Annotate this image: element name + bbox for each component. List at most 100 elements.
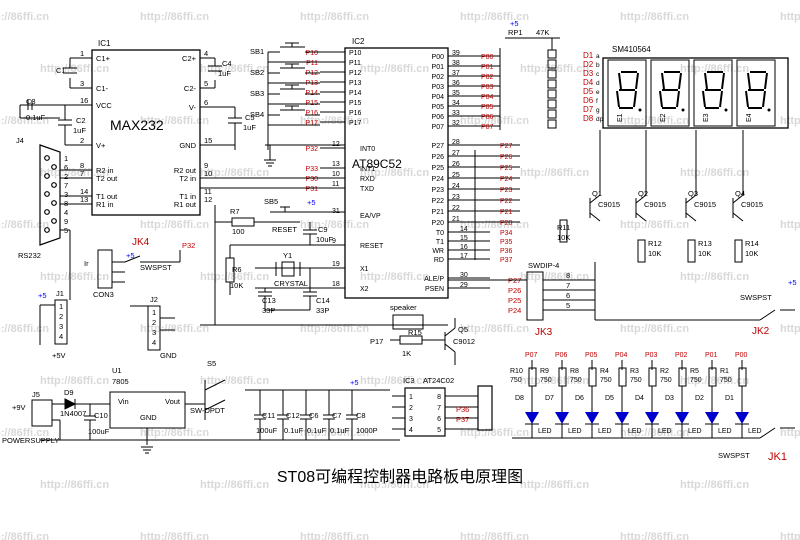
ic1-pin-name: R2 in xyxy=(96,166,114,175)
watermark-text: http://86ffi.cn xyxy=(620,323,689,335)
d9-label: D9 xyxy=(64,388,74,397)
watermark-text: http://86ffi.cn xyxy=(520,271,589,283)
resistor-value: 750 xyxy=(690,377,702,384)
segment xyxy=(633,90,637,108)
led-net-label: P05 xyxy=(585,352,598,359)
ic2-pin-number: 27 xyxy=(452,150,460,157)
jk4-net: P32 xyxy=(182,241,195,250)
ic2-pin-number: 34 xyxy=(452,100,460,107)
r7-label: R7 xyxy=(230,207,240,216)
ic2-ref: IC2 xyxy=(352,37,365,46)
dip-net-label: P25 xyxy=(508,296,521,305)
resistor-value: 10K xyxy=(745,249,758,258)
max232-cap-labels: C1 C3 0.1uF C2 1uF C4 1uF C5 1uF xyxy=(26,59,256,135)
ic2-p1-pin: P15 xyxy=(349,100,362,107)
watermark-text: http://86ffi.cn xyxy=(680,63,749,75)
j1-label: J1 xyxy=(56,289,64,298)
ic2-p0-pin: P05 xyxy=(432,104,445,111)
decimal-point xyxy=(767,108,771,112)
q5-label: Q5 xyxy=(458,325,468,334)
ic1-pin-name: V- xyxy=(189,103,197,112)
ic1-pin-name: T2 in xyxy=(179,174,196,183)
ic2-p2-pin: P26 xyxy=(432,154,445,161)
header-pin-number: 4 xyxy=(59,332,63,341)
button-label: SB4 xyxy=(250,110,264,119)
ic2-pin-number: 18 xyxy=(332,281,340,288)
jk4-vcc: +5 xyxy=(126,251,135,260)
dip-pin-number: 5 xyxy=(566,301,570,310)
p3-ctrl-net-label: P35 xyxy=(500,239,513,246)
resistor xyxy=(547,89,557,99)
wire xyxy=(589,212,601,222)
sb5-label: SB5 xyxy=(264,197,278,206)
jk3-label: JK3 xyxy=(535,327,553,338)
watermark-text: http://86ffi.cn xyxy=(140,115,209,127)
ic1-pin-number: 15 xyxy=(204,136,212,145)
transistor-value: C9015 xyxy=(598,200,620,209)
watermark-text: http://86ffi.cn xyxy=(360,167,429,179)
c2-value: 1uF xyxy=(73,126,86,135)
ic2-pin-number: 11 xyxy=(332,181,339,188)
watermark-text: http://86ffi.cn xyxy=(520,375,589,387)
resistor-label: R1 xyxy=(720,368,729,375)
c6-label: C6 xyxy=(309,411,319,420)
ic3-pin-number: 4 xyxy=(409,427,413,434)
db9-pin xyxy=(44,209,50,215)
jk2-label: JK2 xyxy=(752,326,770,337)
watermark-text: http://86ffi.cn xyxy=(620,531,689,540)
ic2-ctrl-pin: PSEN xyxy=(425,286,444,293)
watermark-text: http://86ffi.cn xyxy=(360,479,429,491)
ic2-p2-pin: P23 xyxy=(432,187,445,194)
c10-label: C10 xyxy=(94,411,108,420)
ic2-pin-number: 35 xyxy=(452,90,460,97)
ic2-pin-number: 33 xyxy=(452,110,460,117)
ic3-pin-number: 5 xyxy=(437,427,441,434)
p2-net-label: P25 xyxy=(500,165,513,172)
ic2-pin-number: 26 xyxy=(452,161,460,168)
digit-input-label: D6 xyxy=(583,96,594,105)
watermark-text: http://86ffi.cn xyxy=(360,63,429,75)
ic2-pin-number: 10 xyxy=(332,171,340,178)
transistor-label: Q4 xyxy=(735,189,745,198)
watermark-text: http://86ffi.cn xyxy=(680,167,749,179)
segment xyxy=(747,72,751,90)
ic2-p0-pin: P03 xyxy=(432,84,445,91)
j4-label: J4 xyxy=(16,136,24,145)
p0-net-label: P03 xyxy=(481,84,494,91)
ic2-pin-number: 29 xyxy=(460,282,468,289)
ic2-pin-number: 30 xyxy=(460,272,468,279)
segment xyxy=(721,72,725,90)
watermark-text: http://86ffi.cn xyxy=(620,427,689,439)
reset-circuit xyxy=(200,205,448,326)
dip-pin-number: 6 xyxy=(566,291,570,300)
c3-value: 0.1uF xyxy=(26,113,46,122)
ic2-p1-pin: P11 xyxy=(349,60,361,67)
dip-pin-number: 7 xyxy=(566,281,570,290)
ic2-p1-pin: P14 xyxy=(349,90,362,97)
p2-net-label: P22 xyxy=(500,198,513,205)
ic1-pin-number: 7 xyxy=(80,169,84,178)
resistor-value: 750 xyxy=(540,377,552,384)
resistor-label: R3 xyxy=(630,368,639,375)
ic2-pin-number: 13 xyxy=(332,161,340,168)
watermark-text: http://86ffi.cn xyxy=(620,11,689,23)
ic1-pin-number: 13 xyxy=(80,195,88,204)
resistor xyxy=(547,109,557,119)
reset-vcc: +5 xyxy=(307,198,316,207)
resistor-value: 750 xyxy=(630,377,642,384)
db9-wires xyxy=(60,169,92,250)
watermark-text: http://86ffi.cn xyxy=(460,323,529,335)
ic2-ctrl-pin: WR xyxy=(432,248,444,255)
power-supply xyxy=(31,379,400,445)
ic3-pin-number: 6 xyxy=(437,416,441,423)
ic2-p1-pin: P17 xyxy=(349,120,362,127)
c8-value: 1000P xyxy=(356,426,378,435)
watermark-text: http://86ffi.cn xyxy=(0,427,49,439)
p3-ctrl-net-label: P36 xyxy=(500,248,513,255)
watermark-text: http://86ffi.cn xyxy=(0,323,49,335)
p1-net-label: P11 xyxy=(306,60,318,67)
jk2-vcc: +5 xyxy=(788,278,797,287)
ic1-pin-number: 6 xyxy=(204,98,208,107)
led-net-label: P04 xyxy=(615,352,628,359)
c14-value: 33P xyxy=(316,306,329,315)
